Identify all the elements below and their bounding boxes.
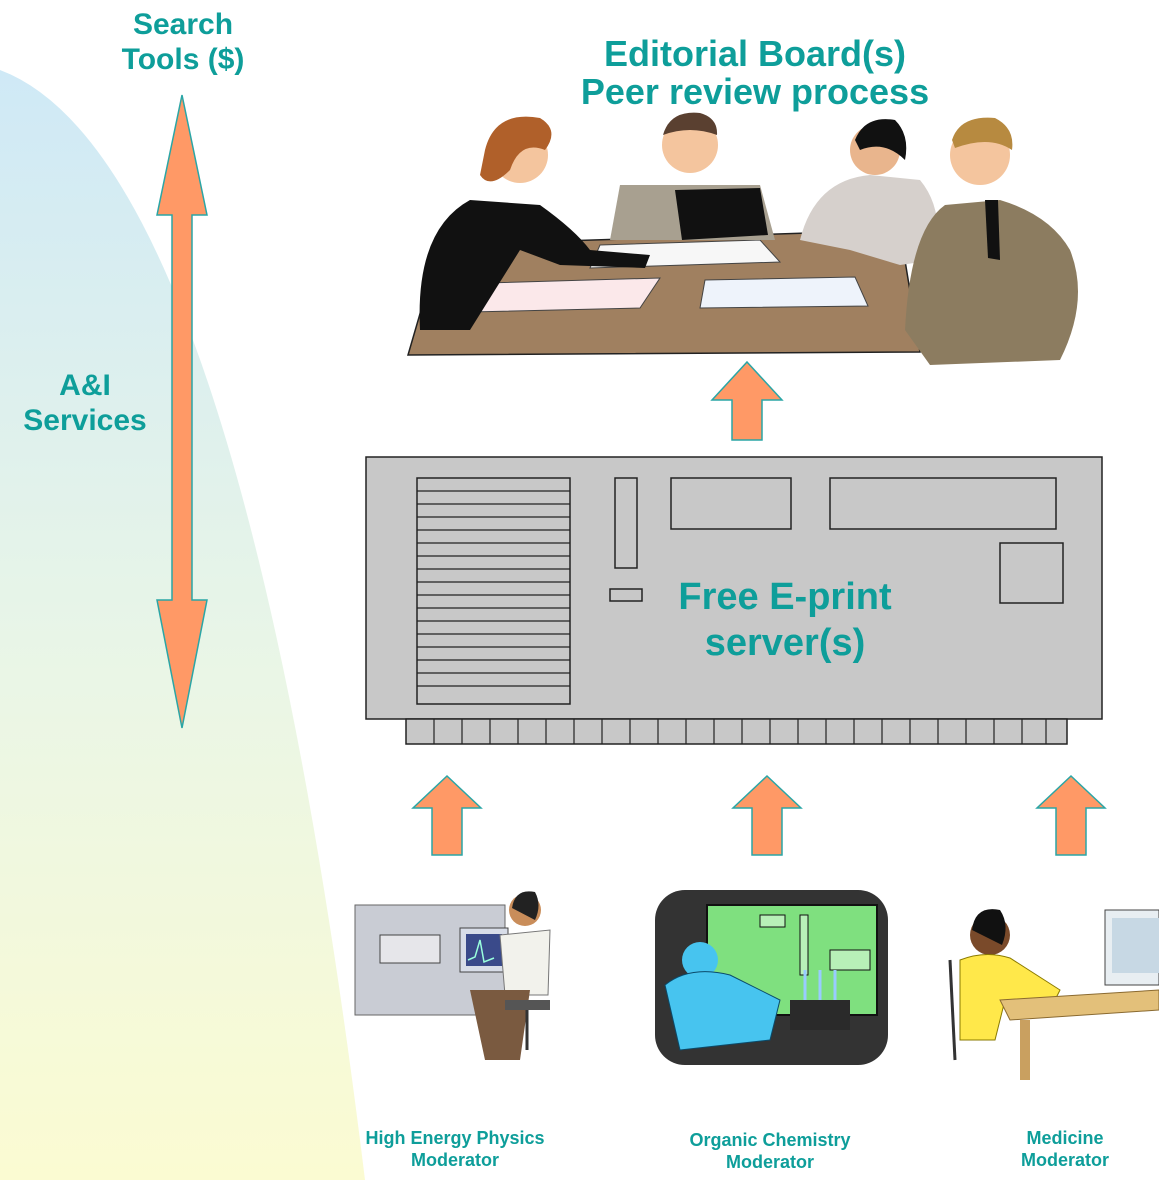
chem-moderator-label: Organic Chemistry Moderator (650, 1130, 890, 1173)
eprint-server-line2: server(s) (704, 621, 866, 664)
chem-moderator-line1: Organic Chemistry (689, 1130, 851, 1150)
medicine-moderator-line1: Medicine (1026, 1128, 1104, 1148)
editorial-board-line1: Editorial Board(s) (603, 33, 907, 74)
eprint-server-line1: Free E-print (678, 576, 892, 618)
physics-lab-illustration (354, 891, 551, 1060)
search-tools-line2: Tools ($) (121, 42, 245, 76)
editorial-meeting-illustration (406, 112, 1078, 365)
arrow-up-med (1035, 774, 1107, 856)
arrow-up-hep (411, 774, 483, 856)
search-tools-line1: Search (132, 8, 234, 41)
hep-moderator-line2: Moderator (410, 1149, 499, 1170)
editorial-board-label: Editorial Board(s) Peer review process (520, 35, 990, 111)
arrow-up-editorial (710, 360, 784, 441)
editorial-board-line2: Peer review process (580, 70, 930, 112)
eprint-server-label: Free E-print server(s) (640, 575, 930, 666)
server-illustration (365, 456, 1103, 745)
search-tools-label: Search Tools ($) (108, 8, 258, 77)
chem-moderator-line2: Moderator (725, 1151, 814, 1172)
chemistry-lab-illustration (655, 890, 888, 1065)
ai-services-label: A&I Services (0, 369, 170, 438)
medicine-desk-illustration (948, 909, 1159, 1080)
arrow-up-chem (731, 774, 803, 856)
medicine-moderator-label: Medicine Moderator (985, 1128, 1145, 1171)
hep-moderator-label: High Energy Physics Moderator (320, 1128, 590, 1171)
medicine-moderator-line2: Moderator (1020, 1149, 1109, 1170)
ai-services-line1: A&I (59, 369, 111, 402)
hep-moderator-line1: High Energy Physics (365, 1128, 545, 1148)
double-arrow (156, 94, 208, 729)
ai-services-line2: Services (23, 403, 147, 437)
